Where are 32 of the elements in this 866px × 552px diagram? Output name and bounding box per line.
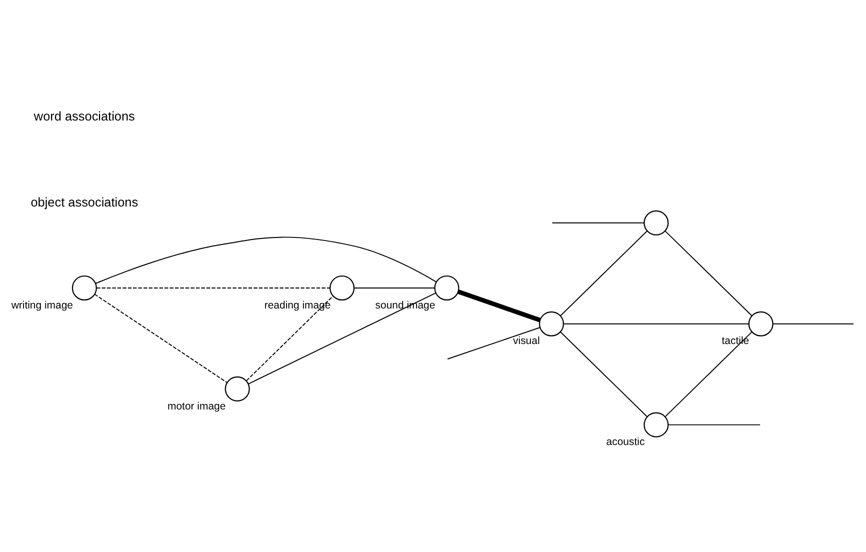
node-circle [538,311,564,336]
node-circle [748,311,774,336]
connector [563,323,750,324]
connector [447,327,540,360]
connector [668,424,761,426]
node-circle [224,376,250,402]
node-circle [434,275,460,300]
connector [96,287,330,288]
node-circle [72,275,97,300]
connector [772,323,854,324]
label: word associations [34,108,135,124]
label: object associations [30,194,138,210]
connector [664,331,752,418]
node-circle [644,412,669,438]
node-label: reading image [264,300,331,312]
node-circle [330,275,355,300]
node-label: acoustic [606,437,645,448]
connector [94,294,228,384]
node-label: motor image [168,401,226,412]
connector [560,230,648,316]
node-label: visual [513,336,540,348]
node-label: sound image [375,300,436,312]
connector [552,222,645,224]
connector [664,230,752,316]
node-label: writing image [11,300,74,312]
connector [248,292,436,384]
node-circle [644,210,669,236]
connector [560,332,648,418]
connector [95,236,437,284]
connector [354,287,436,288]
connector [246,296,334,382]
connector [457,290,541,322]
